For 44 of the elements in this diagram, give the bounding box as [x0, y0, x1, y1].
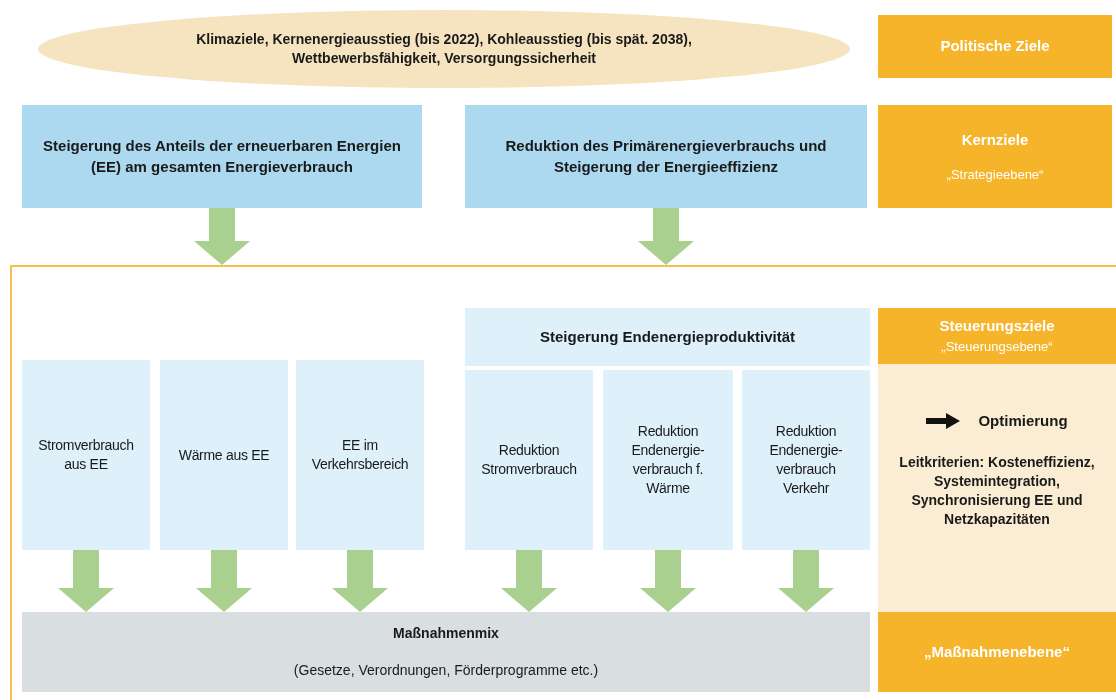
core-goal-box: [465, 105, 867, 208]
box-text: Reduktion Endenergie-verbrauch Verkehr: [768, 422, 844, 498]
target-column: [296, 360, 424, 550]
box-text: EE im Verkehrsbereich: [310, 436, 410, 474]
criteria-box: [878, 364, 1116, 612]
level-title: Steuerungsziele: [939, 316, 1055, 337]
target-column: [22, 360, 150, 550]
level-box: [878, 308, 1116, 364]
block-arrow: [501, 550, 557, 612]
level-box: [878, 105, 1112, 208]
target-column: [160, 360, 288, 550]
box-text: Steigerung Endenergieproduktivität: [540, 326, 795, 347]
level-title: „Maßnahmenebene“: [924, 641, 1070, 662]
level-subtitle: „Strategieebene“: [946, 165, 1044, 184]
measures-note: (Gesetze, Verordnungen, Förderprogramme etc.): [293, 661, 599, 680]
block-arrow: [778, 550, 834, 612]
block-arrow: [196, 550, 252, 612]
box-text: Reduktion des Primärenergieverbrauchs und Steigerung der Energieeffizienz: [504, 136, 828, 177]
level-box: [878, 15, 1112, 78]
level-title: Politische Ziele: [940, 36, 1050, 57]
block-arrow: [638, 208, 694, 265]
box-text: Wärme aus EE: [178, 445, 270, 465]
measures-title: Maßnahmenmix: [393, 624, 499, 643]
block-arrow: [332, 550, 388, 612]
criteria-text: Leitkriterien: Kosteneffizienz, Systemintegration, Synchronisierung EE und Netzkapazitäten: [898, 453, 1096, 529]
block-arrow: [58, 550, 114, 612]
optimization-text: Optimierung: [978, 411, 1068, 432]
level-title: Kernziele: [961, 129, 1029, 150]
target-column: [742, 370, 870, 550]
measures-box: [22, 612, 870, 692]
block-arrow: [640, 550, 696, 612]
target-header-box: [465, 308, 870, 366]
core-goal-box: [22, 105, 422, 208]
box-text: Stromverbrauch aus EE: [37, 436, 135, 474]
level-box: [878, 612, 1116, 692]
box-text: Reduktion Stromverbrauch: [480, 441, 578, 479]
target-column: [465, 370, 593, 550]
level-subtitle: „Steuerungsebene“: [941, 338, 1053, 356]
box-text: Reduktion Endenergie-verbrauch f. Wärme: [630, 422, 706, 498]
section-frame: [10, 265, 1116, 700]
box-text: Steigerung des Anteils der erneuerbaren Energien (EE) am gesamten Energieverbrauch: [42, 136, 402, 177]
block-arrow: [194, 208, 250, 265]
box-text: Klimaziele, Kernenergieausstieg (bis 2022), Kohleausstieg (bis spät. 2038), Wettbewerbsfähigkeit, Versorgungssicherheit: [195, 30, 693, 68]
target-column: [603, 370, 733, 550]
